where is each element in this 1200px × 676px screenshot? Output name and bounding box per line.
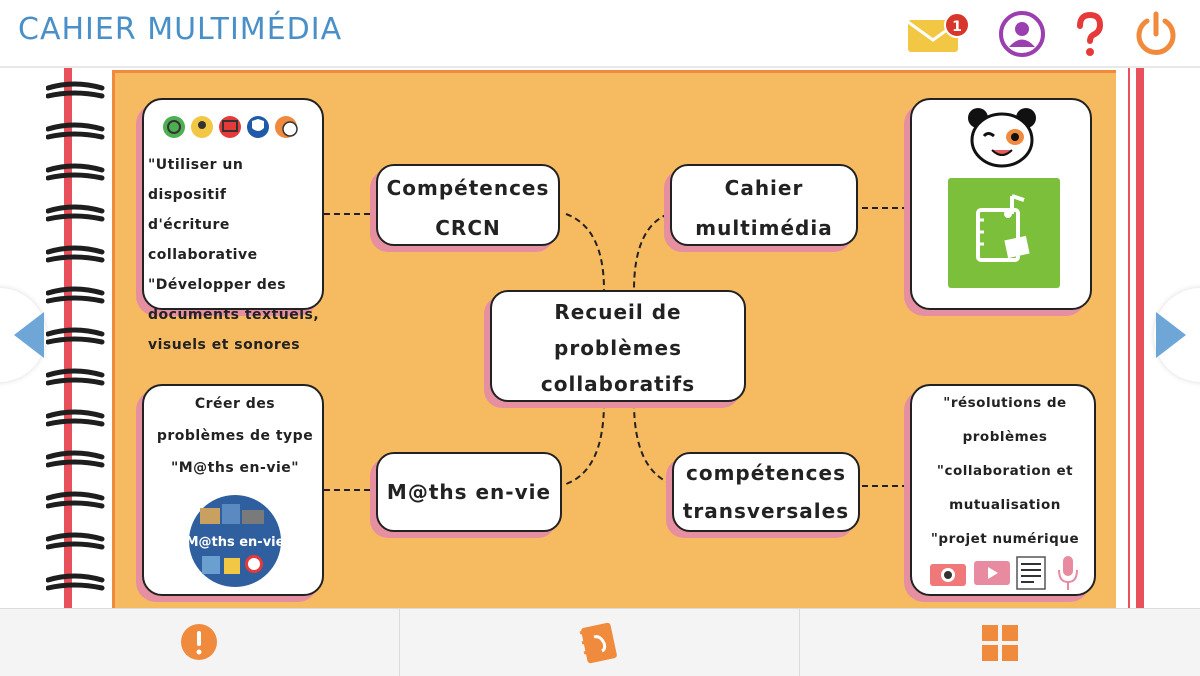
center-line-3: collaboratifs [540, 372, 696, 396]
crcn-line-5: visuels et sonores [148, 337, 301, 353]
node-maths-en-vie[interactable]: M@ths en-vie [376, 452, 562, 532]
bottom-toolbar [0, 608, 1200, 676]
grid-tab[interactable] [800, 609, 1199, 676]
node-competences-transversales[interactable]: compétences transversales [672, 452, 860, 532]
crcn-line-1: "Utiliser un dispositif [148, 157, 244, 203]
camera-icon [930, 564, 966, 586]
maths-line-3: "M@ths en-vie" [170, 460, 300, 476]
node-maths-label: M@ths en-vie [386, 480, 552, 504]
center-line-2: problèmes [554, 336, 682, 360]
transv-line-2: problèmes [962, 429, 1048, 445]
maths-line-1: Créer des [194, 396, 276, 412]
crcn-info-text: "Utiliser un dispositif d'écriture colla… [148, 150, 326, 360]
margin-line-right [1136, 68, 1144, 608]
node-cahier-line-1: Cahier [724, 176, 804, 200]
node-crcn-line-2: CRCN [435, 216, 501, 240]
maths-en-vie-logo: M@ths en-vie [186, 495, 284, 587]
node-transv-line-1: compétences [685, 461, 846, 485]
transversales-info-card: "résolutions de problèmes "collaboration… [910, 384, 1096, 596]
panda-icon [968, 108, 1036, 168]
multimedia-notebook-icon [948, 178, 1060, 288]
center-line-1: Recueil de [554, 300, 682, 324]
text-document-icon [1016, 556, 1046, 590]
cahier-apps-card [910, 98, 1092, 310]
transv-line-1: "résolutions de [943, 395, 1067, 411]
app-header: CAHIER MULTIMÉDIA 1 [0, 0, 1200, 68]
crcn-line-2: d'écriture collaborative [148, 217, 258, 263]
maths-info-text: Créer des problèmes de type "M@ths en-vi… [144, 388, 326, 484]
digital-competence-icons [163, 116, 298, 138]
microphone-icon [1058, 556, 1078, 590]
transv-line-5: "projet numérique [930, 531, 1080, 547]
node-cahier-line-2: multimédia [695, 216, 833, 240]
app-title: CAHIER MULTIMÉDIA [18, 12, 343, 47]
arrow-left-icon [14, 312, 44, 358]
crcn-line-4: documents textuels, [148, 307, 320, 323]
margin-thin-line [1128, 68, 1130, 608]
node-crcn-line-1: Compétences [386, 176, 550, 200]
crcn-line-3: "Développer des [148, 277, 287, 293]
maths-line-2: problèmes de type [156, 428, 314, 444]
power-icon[interactable] [1132, 10, 1180, 58]
node-cahier-multimedia[interactable]: Cahier multimédia [670, 164, 858, 246]
transv-line-3: "collaboration et [936, 463, 1074, 479]
video-icon [974, 561, 1010, 585]
help-icon[interactable] [1066, 10, 1114, 58]
transv-line-4: mutualisation [949, 497, 1061, 513]
node-center-recueil[interactable]: Recueil de problèmes collaboratifs [490, 290, 746, 402]
grid-icon [982, 625, 1018, 661]
mail-badge: 1 [944, 12, 970, 38]
arrow-right-icon [1156, 312, 1186, 358]
crcn-info-card: "Utiliser un dispositif d'écriture colla… [142, 98, 324, 353]
spiral-binding [46, 81, 105, 591]
user-icon[interactable] [998, 10, 1046, 58]
alert-icon [181, 624, 217, 660]
maths-logo-text: M@ths en-vie [186, 535, 284, 550]
contacts-tab[interactable] [400, 609, 800, 676]
node-competences-crcn[interactable]: Compétences CRCN [376, 164, 560, 246]
maths-info-card: Créer des problèmes de type "M@ths en-vi… [142, 384, 324, 596]
alert-tab[interactable] [0, 609, 400, 676]
transv-info-text: "résolutions de problèmes "collaboration… [912, 386, 1098, 556]
contacts-icon [579, 622, 617, 664]
node-transv-line-2: transversales [682, 499, 850, 523]
